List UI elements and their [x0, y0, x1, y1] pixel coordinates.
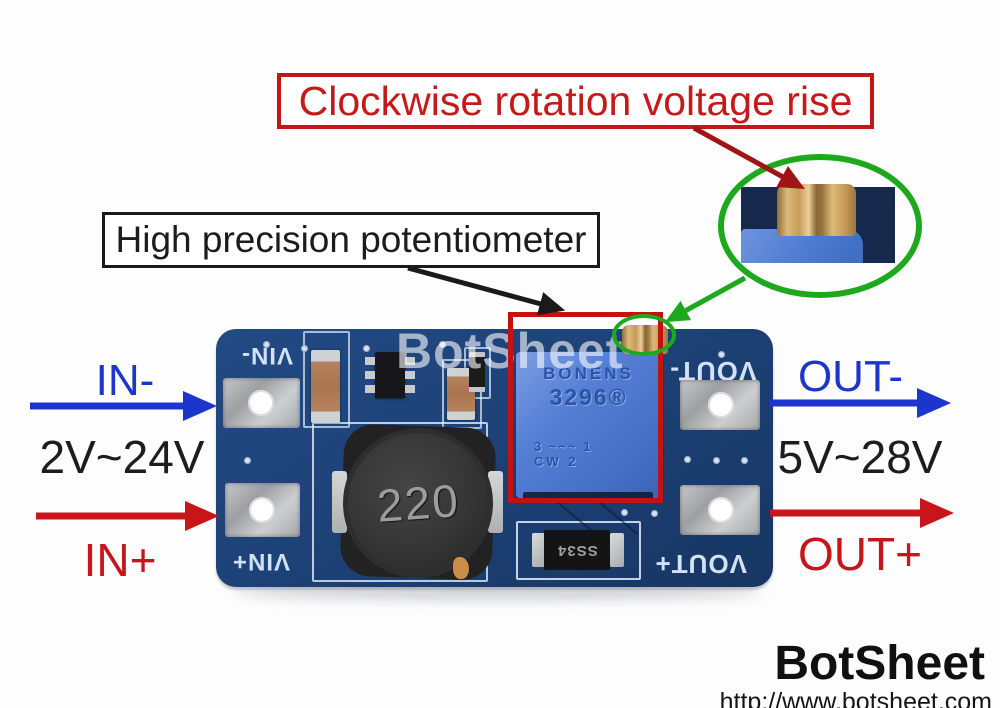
- label-input-voltage-range: 2V~24V: [39, 431, 205, 483]
- label-in-plus: IN+: [83, 534, 157, 586]
- boost-converter-ic: [375, 352, 405, 398]
- smd-resistor: [469, 352, 485, 392]
- via: [439, 341, 446, 348]
- pad-hole: [248, 390, 274, 416]
- callout-clockwise-text: Clockwise rotation voltage rise: [298, 77, 853, 124]
- solder-pad-vin-plus: [225, 483, 300, 537]
- board-shadow: [232, 584, 762, 600]
- silk-outline-capacitor: [303, 331, 350, 428]
- pad-hole: [708, 497, 734, 523]
- label-in-minus: IN-: [95, 356, 155, 405]
- inductor-marking: 220: [374, 474, 462, 532]
- via: [651, 510, 658, 517]
- ic-leg: [365, 385, 375, 393]
- schottky-diode: SS34: [544, 530, 610, 570]
- via: [263, 341, 270, 348]
- via: [718, 351, 725, 358]
- ic-leg: [405, 357, 415, 365]
- silk-label-vin-plus: VIN+: [231, 548, 291, 575]
- potentiometer-highlight-box: [508, 312, 663, 503]
- potentiometer-pins-marking: 3 ~~~ 1: [534, 439, 593, 454]
- solder-pad-vout-plus: [680, 485, 760, 535]
- silk-label-vout-plus: VOUT+: [654, 549, 747, 579]
- boost-converter-pcb: VIN- VIN+ VOUT- VOUT+: [216, 325, 773, 587]
- via: [301, 345, 308, 352]
- label-out-minus: OUT-: [797, 352, 904, 401]
- diode-terminal: [532, 533, 546, 567]
- trimmer-potentiometer: BONENS 3296® 3 ~~~ 1 CW 2: [516, 352, 661, 498]
- via: [363, 345, 370, 352]
- callout-clockwise-box: Clockwise rotation voltage rise: [277, 73, 874, 129]
- brand-name: BotSheet: [774, 637, 985, 690]
- potentiometer-cw-marking: CW 2: [534, 454, 579, 469]
- screw-highlight-ellipse: [612, 314, 676, 356]
- potentiometer-model: 3296®: [549, 384, 628, 410]
- inductor-terminal: [332, 471, 347, 533]
- silk-outline-diode: [516, 521, 641, 580]
- pad-hole: [249, 497, 275, 523]
- callout-potentiometer-text: High precision potentiometer: [115, 219, 587, 260]
- zoom-callout-ellipse: [718, 154, 922, 298]
- solder-pad-vin-minus: [223, 378, 300, 428]
- brand-url: http://www.botsheet.com: [719, 688, 992, 708]
- via: [684, 456, 691, 463]
- via: [713, 457, 720, 464]
- callout-potentiometer-box: High precision potentiometer: [102, 212, 600, 268]
- label-output-voltage-range: 5V~28V: [777, 431, 943, 483]
- label-out-plus: OUT+: [798, 528, 922, 580]
- diode-marking: SS34: [556, 541, 598, 559]
- via: [621, 509, 628, 516]
- power-inductor: 220: [343, 428, 493, 578]
- ic-leg: [365, 371, 375, 379]
- potentiometer-base-strip: [523, 492, 653, 500]
- diode-terminal: [610, 533, 624, 567]
- solder-blob: [453, 557, 469, 579]
- zoom-pointer-arrow: [664, 275, 747, 323]
- inductor-terminal: [488, 471, 503, 533]
- potentiometer-brand: BONENS: [543, 364, 634, 383]
- ic-leg: [405, 371, 415, 379]
- via: [244, 457, 251, 464]
- ic-leg: [365, 357, 375, 365]
- solder-pad-vout-minus: [680, 380, 760, 430]
- via: [741, 457, 748, 464]
- pad-hole: [708, 392, 734, 418]
- ic-leg: [405, 385, 415, 393]
- smd-capacitor-input: [311, 350, 340, 423]
- potentiometer-pointer-arrow: [407, 265, 566, 316]
